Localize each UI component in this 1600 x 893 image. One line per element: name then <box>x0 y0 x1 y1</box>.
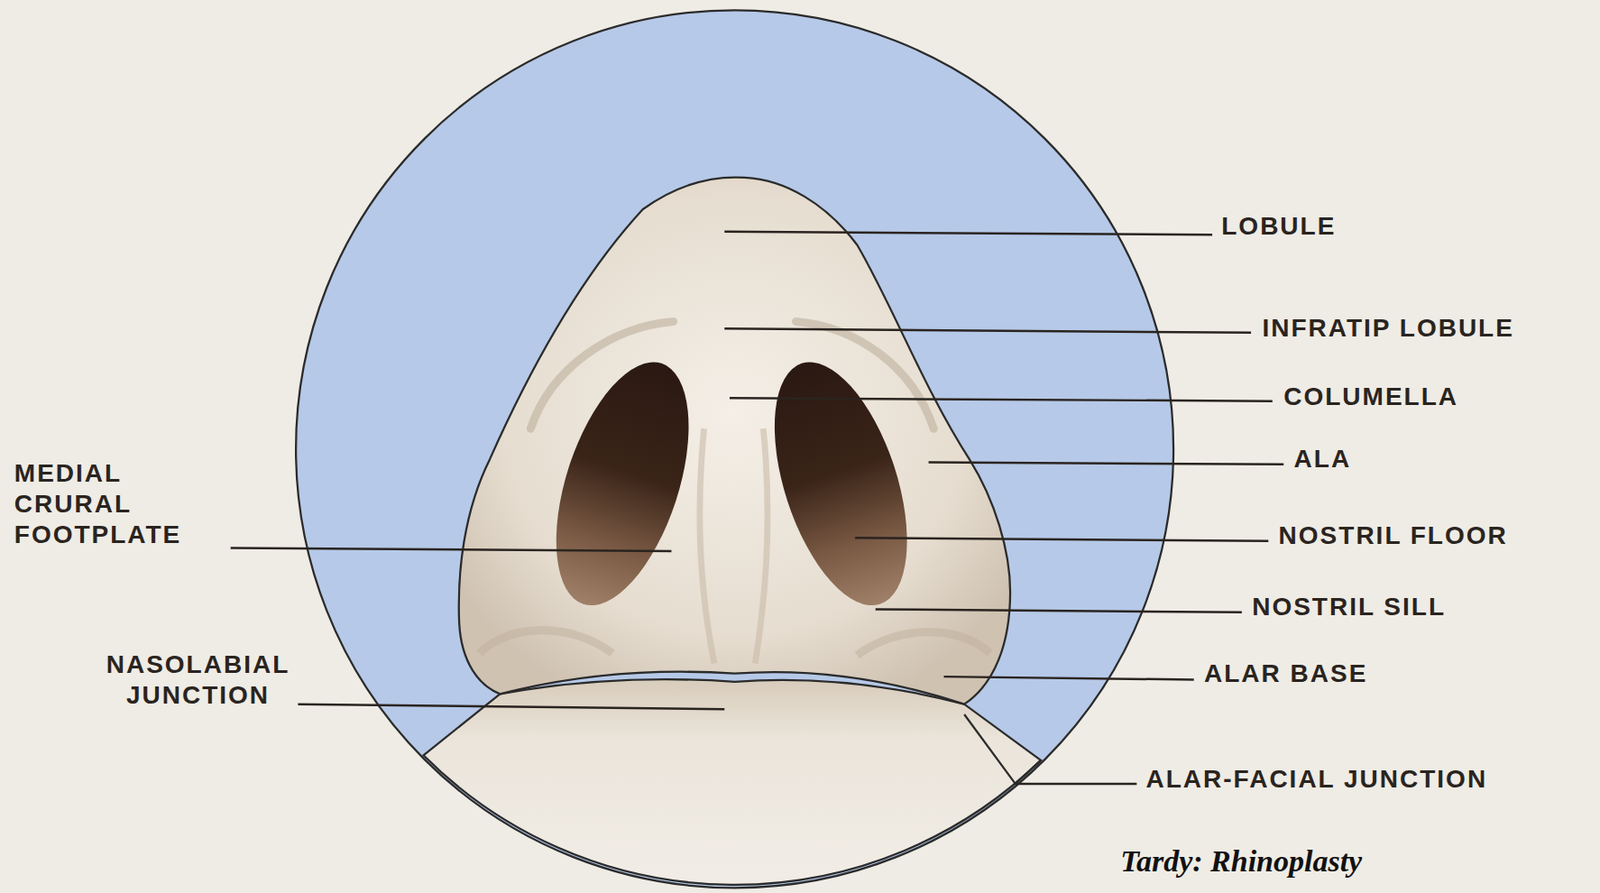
credit-note: Tardy: Rhinoplasty <box>1120 845 1362 877</box>
nostril <box>748 346 934 622</box>
nose-outline <box>459 177 1011 705</box>
part-label: MEDIAL CRURAL FOOTPLATE <box>14 458 231 551</box>
nostril <box>530 346 716 622</box>
part-label: ALAR BASE <box>1204 658 1368 690</box>
part-label: NOSTRIL SILL <box>1251 591 1446 623</box>
part-label: ALA <box>1294 443 1352 475</box>
part-label: NASOLABIAL JUNCTION <box>90 649 307 711</box>
leader-lines <box>230 231 1285 784</box>
part-label: LOBULE <box>1221 211 1336 242</box>
part-label: INFRATIP LOBULE <box>1262 312 1515 344</box>
part-label: NOSTRIL FLOOR <box>1278 520 1509 552</box>
alar-facial-wedge <box>964 714 1041 784</box>
part-label: ALAR-FACIAL JUNCTION <box>1146 763 1489 795</box>
part-label: COLUMELLA <box>1283 381 1459 413</box>
blue-circle <box>295 9 1174 888</box>
alar-base-shade <box>479 630 991 656</box>
upper-lip <box>423 679 1041 885</box>
columella-shade <box>699 428 768 663</box>
